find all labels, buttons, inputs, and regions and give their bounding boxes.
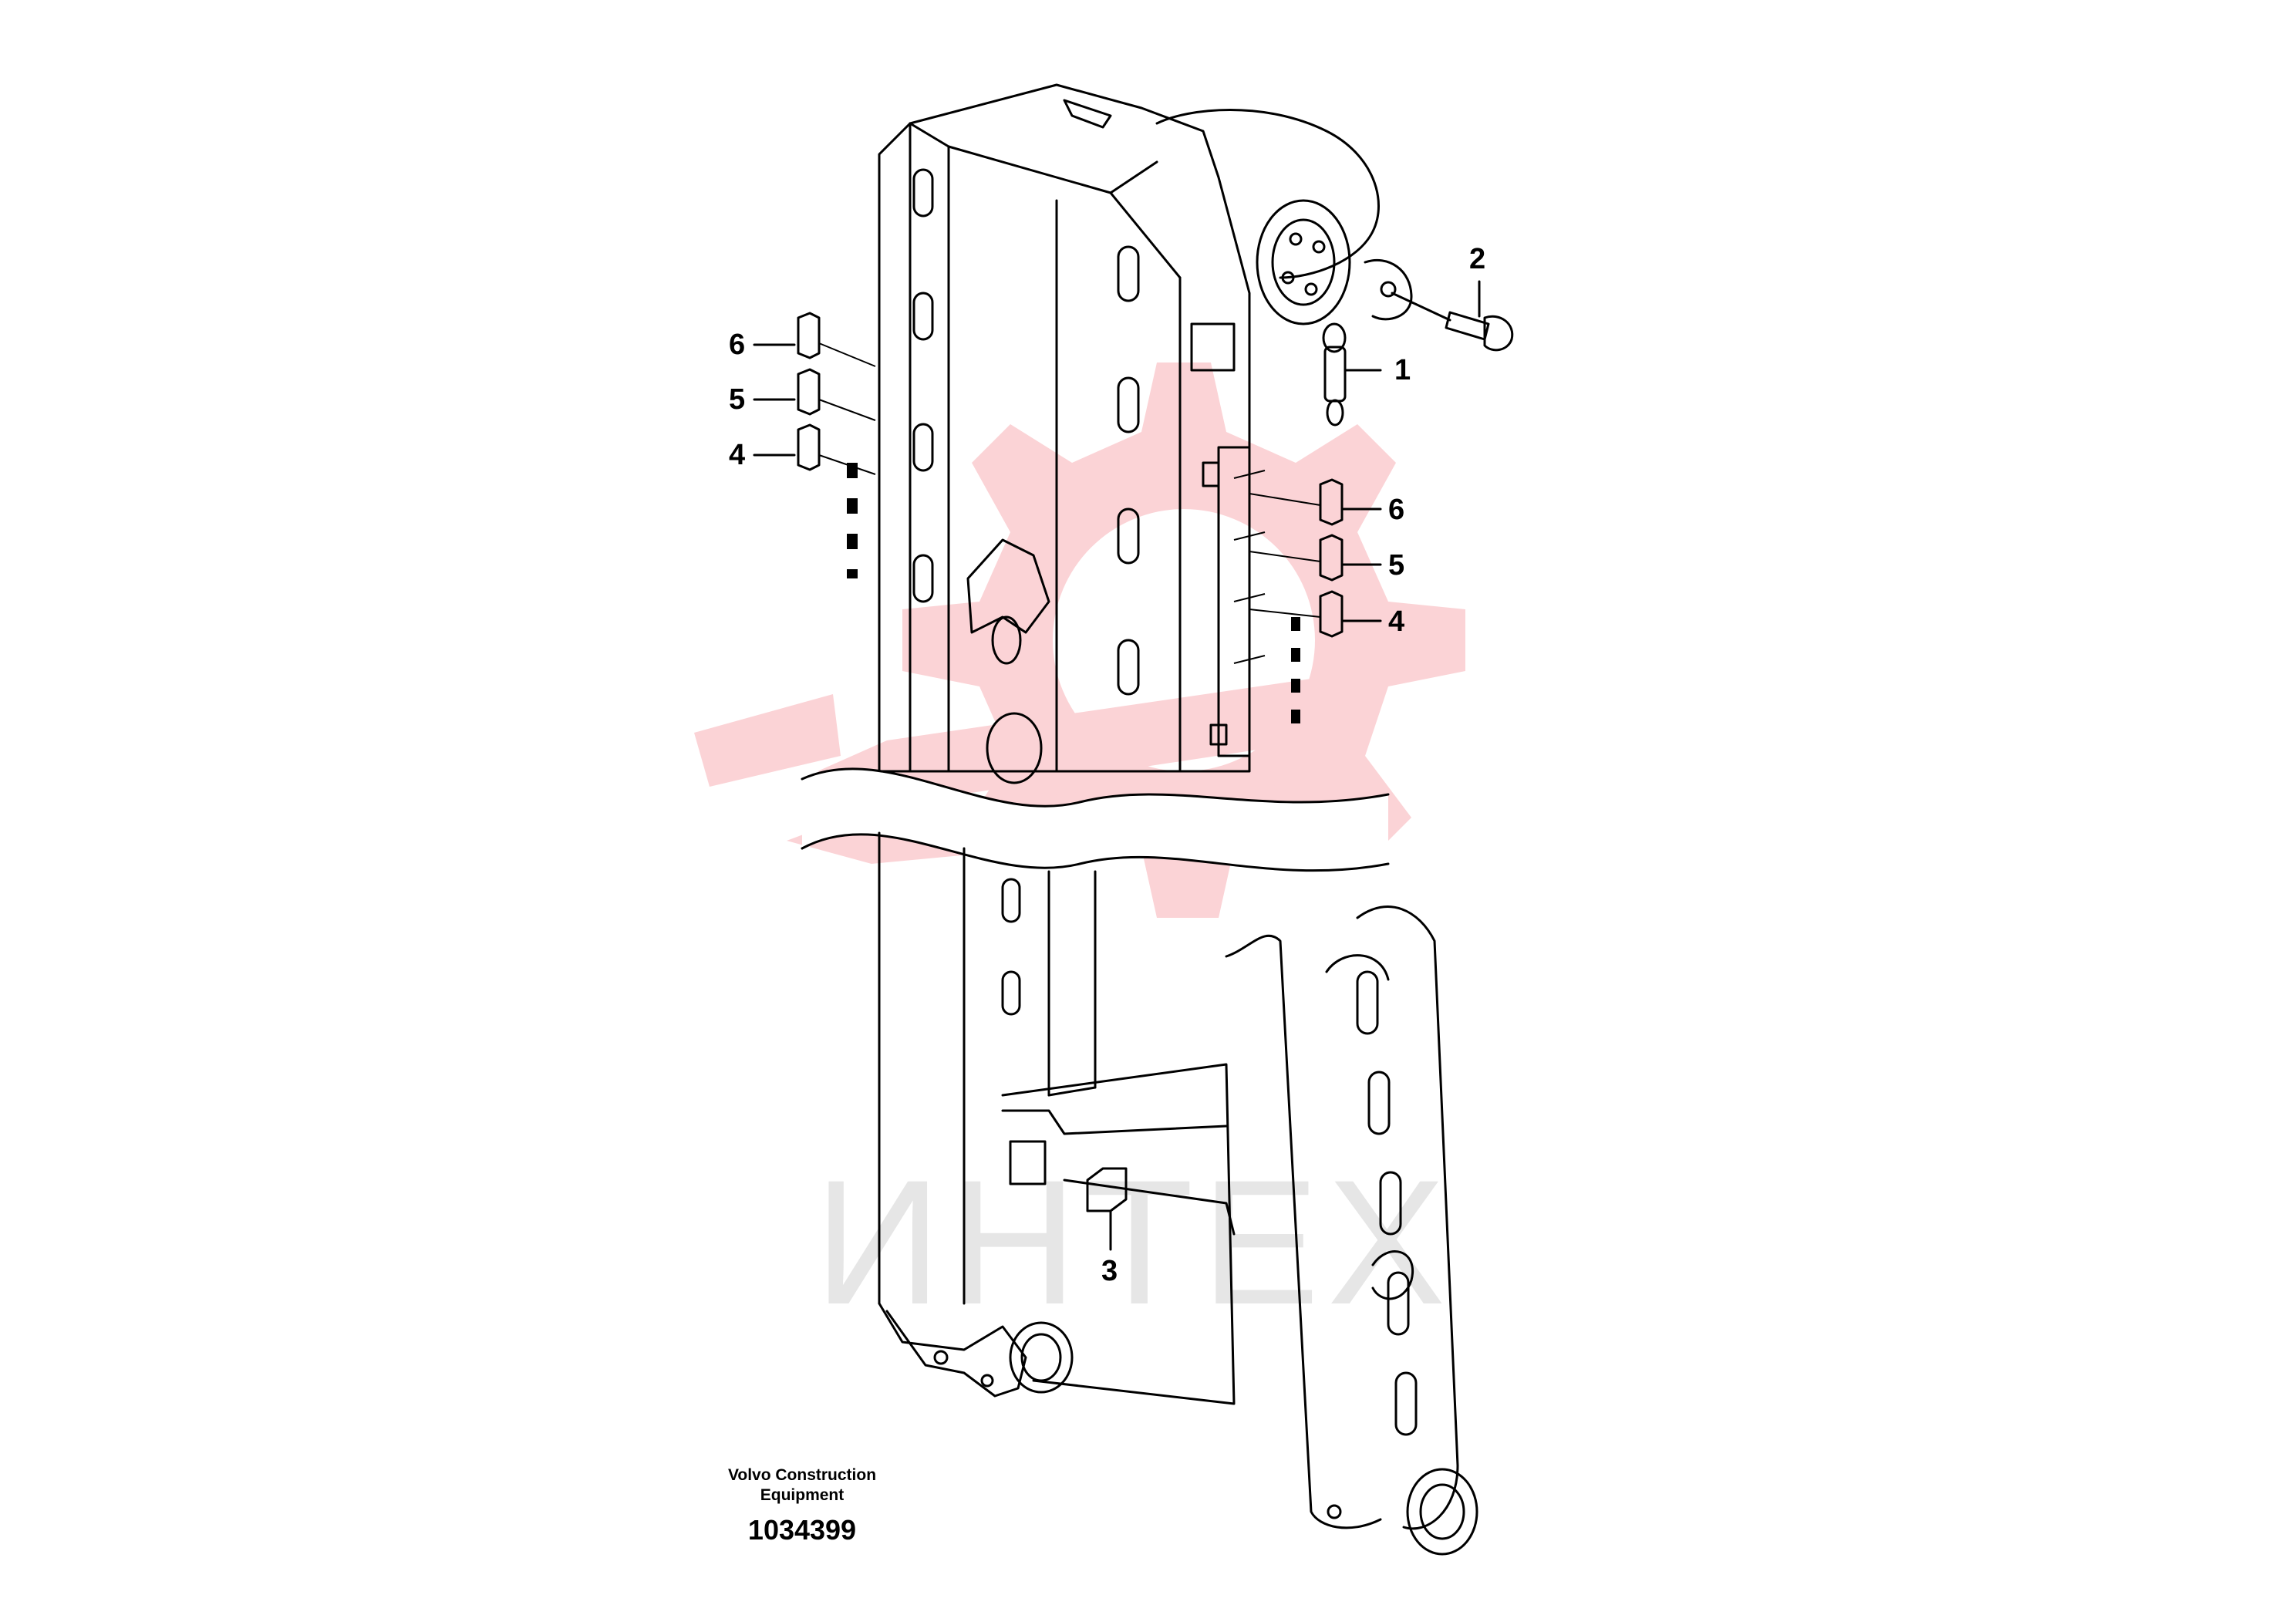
- callout-2: 2: [1469, 243, 1485, 275]
- callout-4-left: 4: [729, 439, 745, 471]
- watermark-text: ИНТЕХ: [814, 1143, 1454, 1341]
- right-label-group: [1249, 478, 1382, 638]
- callout-5-right: 5: [1388, 549, 1404, 582]
- callout-6-right: 6: [1388, 494, 1404, 526]
- boom-head-drum: [1155, 109, 1413, 325]
- boom-upper-structure: [878, 83, 1251, 784]
- left-label-group: [753, 312, 876, 475]
- part-3-label-icon: [1086, 1167, 1128, 1251]
- boom-lower-structure: [878, 831, 1478, 1556]
- brand-line-1: Volvo Construction: [727, 1466, 877, 1484]
- callout-5-left: 5: [729, 383, 745, 416]
- drawing-number: 1034399: [747, 1514, 857, 1546]
- callout-3: 3: [1101, 1255, 1118, 1287]
- callout-1: 1: [1394, 354, 1411, 386]
- brand-line-2: Equipment: [760, 1486, 845, 1504]
- break-line: [801, 767, 1390, 872]
- hose-bracket: [1202, 446, 1300, 757]
- part-2-bolt-icon: [1391, 280, 1514, 352]
- callout-4-right: 4: [1388, 605, 1404, 638]
- callout-6-left: 6: [729, 329, 745, 361]
- drawing-footer: Volvo Construction Equipment 1034399: [679, 1465, 925, 1549]
- part-1-lock-pin-icon: [1322, 322, 1382, 427]
